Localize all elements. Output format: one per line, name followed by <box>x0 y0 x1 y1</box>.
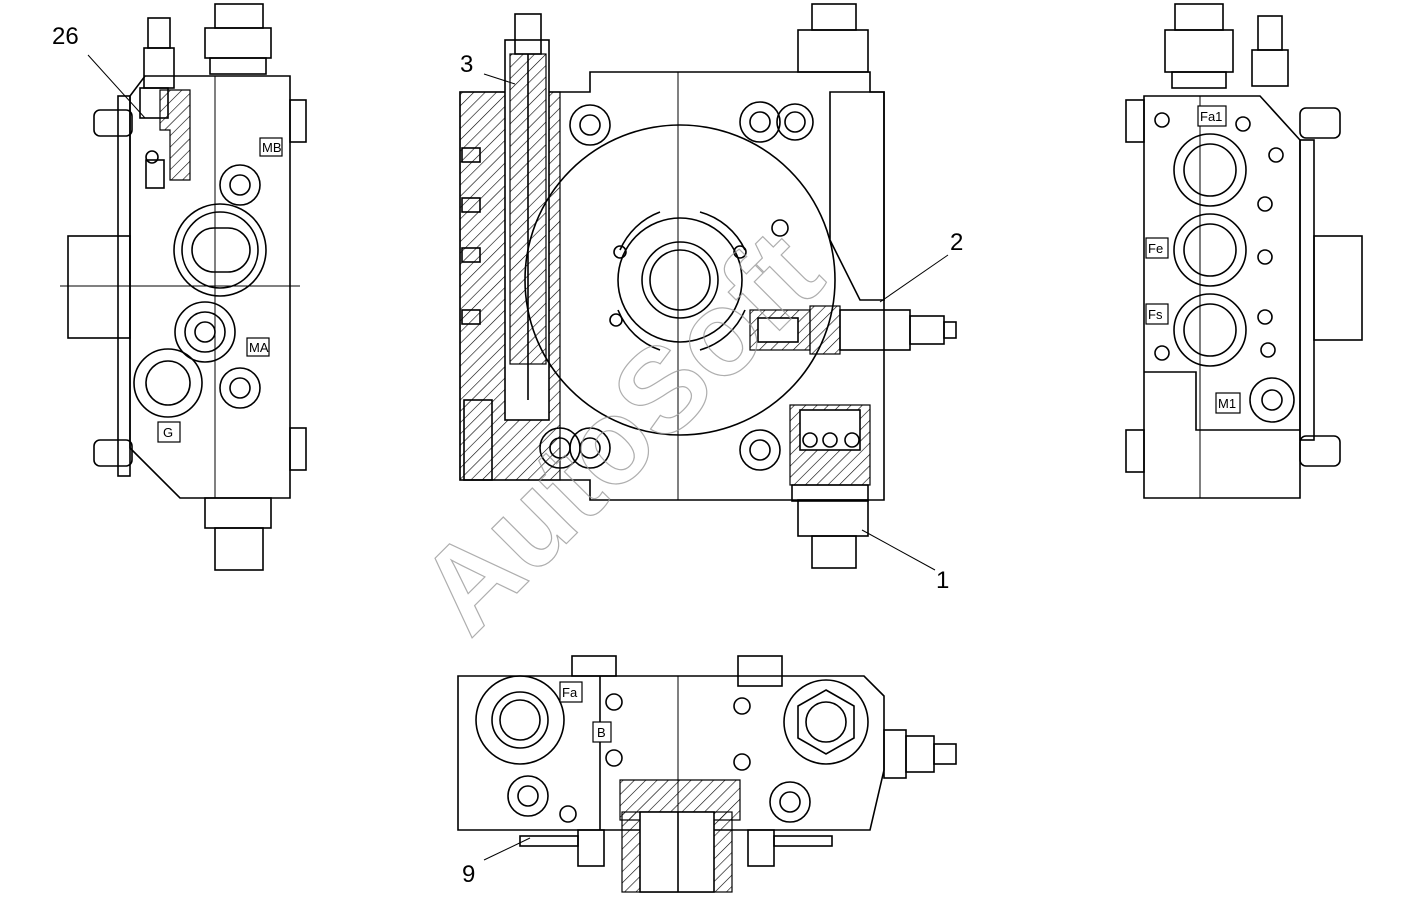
port-label-fa1: Fa1 <box>1200 109 1222 124</box>
callout-9: 9 <box>462 861 475 888</box>
bottom-view <box>457 655 957 893</box>
port-label-g: G <box>163 425 173 440</box>
callout-26: 26 <box>52 23 79 50</box>
callout-2: 2 <box>950 229 963 256</box>
port-label-fa: Fa <box>562 685 578 700</box>
port-label-fs: Fs <box>1148 307 1163 322</box>
port-label-ma: MA <box>249 340 269 355</box>
left-side-view <box>60 3 307 571</box>
right-side-view <box>1125 3 1363 499</box>
port-label-m1: M1 <box>1218 396 1236 411</box>
center-section-view <box>459 3 957 571</box>
callout-3: 3 <box>460 51 473 78</box>
port-label-mb: MB <box>262 140 282 155</box>
port-label-fe: Fe <box>1148 241 1163 256</box>
callout-1: 1 <box>936 567 949 594</box>
port-label-b: B <box>597 725 606 740</box>
